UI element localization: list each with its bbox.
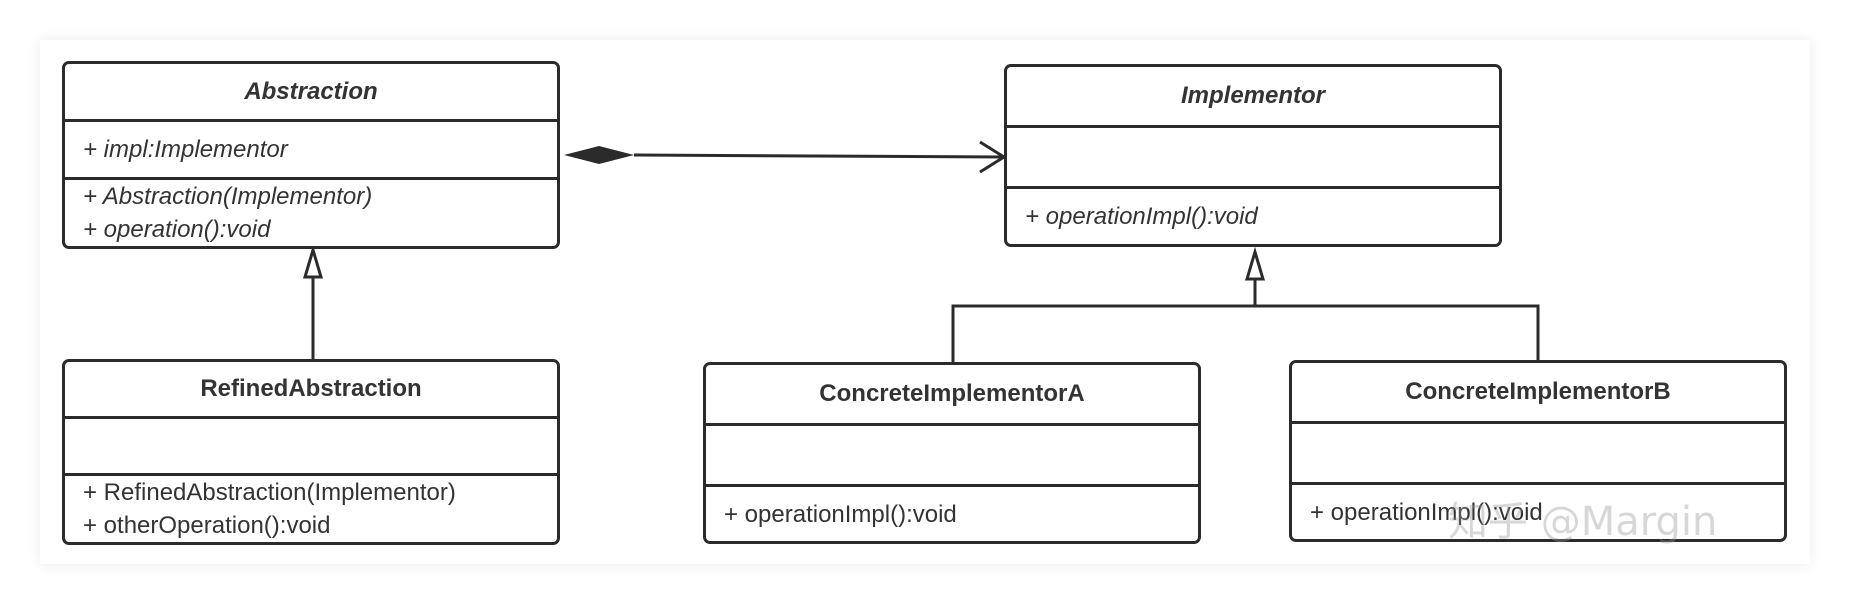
class-attributes [1292,421,1784,482]
operation-line: + RefinedAbstraction(Implementor) [83,479,456,506]
class-concrete-implementor-b[interactable]: ConcreteImplementorB + operationImpl():v… [1289,360,1787,542]
attribute-line: + impl:Implementor [83,136,288,163]
class-operations: + operationImpl():void [706,484,1198,541]
class-implementor[interactable]: Implementor + operationImpl():void [1004,64,1502,247]
class-name: ConcreteImplementorA [819,380,1085,407]
operation-line: + operation():void [83,216,271,243]
class-name: ConcreteImplementorB [1405,378,1671,405]
class-attributes [1007,125,1499,186]
class-attributes [706,423,1198,484]
generalization-triangle [302,244,324,279]
generalization-line-b [1255,304,1540,360]
class-name: RefinedAbstraction [200,375,422,402]
class-name: Abstraction [244,77,378,105]
operation-line: + otherOperation():void [83,512,331,539]
class-operations: + operationImpl():void [1292,482,1784,539]
class-name: Implementor [1180,82,1326,109]
generalization-line-a [951,304,1255,362]
generalization-triangle [1244,246,1266,281]
connectors-layer [302,140,1540,362]
class-operations: + operationImpl():void [1007,186,1499,244]
operation-line: + operationImpl():void [1310,498,1543,526]
generalization-connector-concrete [951,246,1540,362]
composition-line [633,153,1005,159]
class-refined-abstraction[interactable]: RefinedAbstraction + RefinedAbstraction(… [62,359,560,545]
generalization-connector-refined [302,244,324,359]
class-operations: + Abstraction(Implementor) + operation()… [65,177,557,246]
composition-diamond [564,146,634,164]
class-concrete-implementor-a[interactable]: ConcreteImplementorA + operationImpl():v… [703,362,1201,544]
diagram-canvas: Abstraction + impl:Implementor + Abstrac… [40,40,1810,564]
operation-line: + Abstraction(Implementor) [83,183,373,210]
class-abstraction[interactable]: Abstraction + impl:Implementor + Abstrac… [62,61,560,249]
operation-line: + operationImpl():void [1025,203,1258,230]
class-operations: + RefinedAbstraction(Implementor) + othe… [65,473,557,542]
class-attributes: + impl:Implementor [65,119,557,177]
composition-connector [564,140,1007,174]
class-attributes [65,416,557,473]
operation-line: + operationImpl():void [724,500,957,528]
